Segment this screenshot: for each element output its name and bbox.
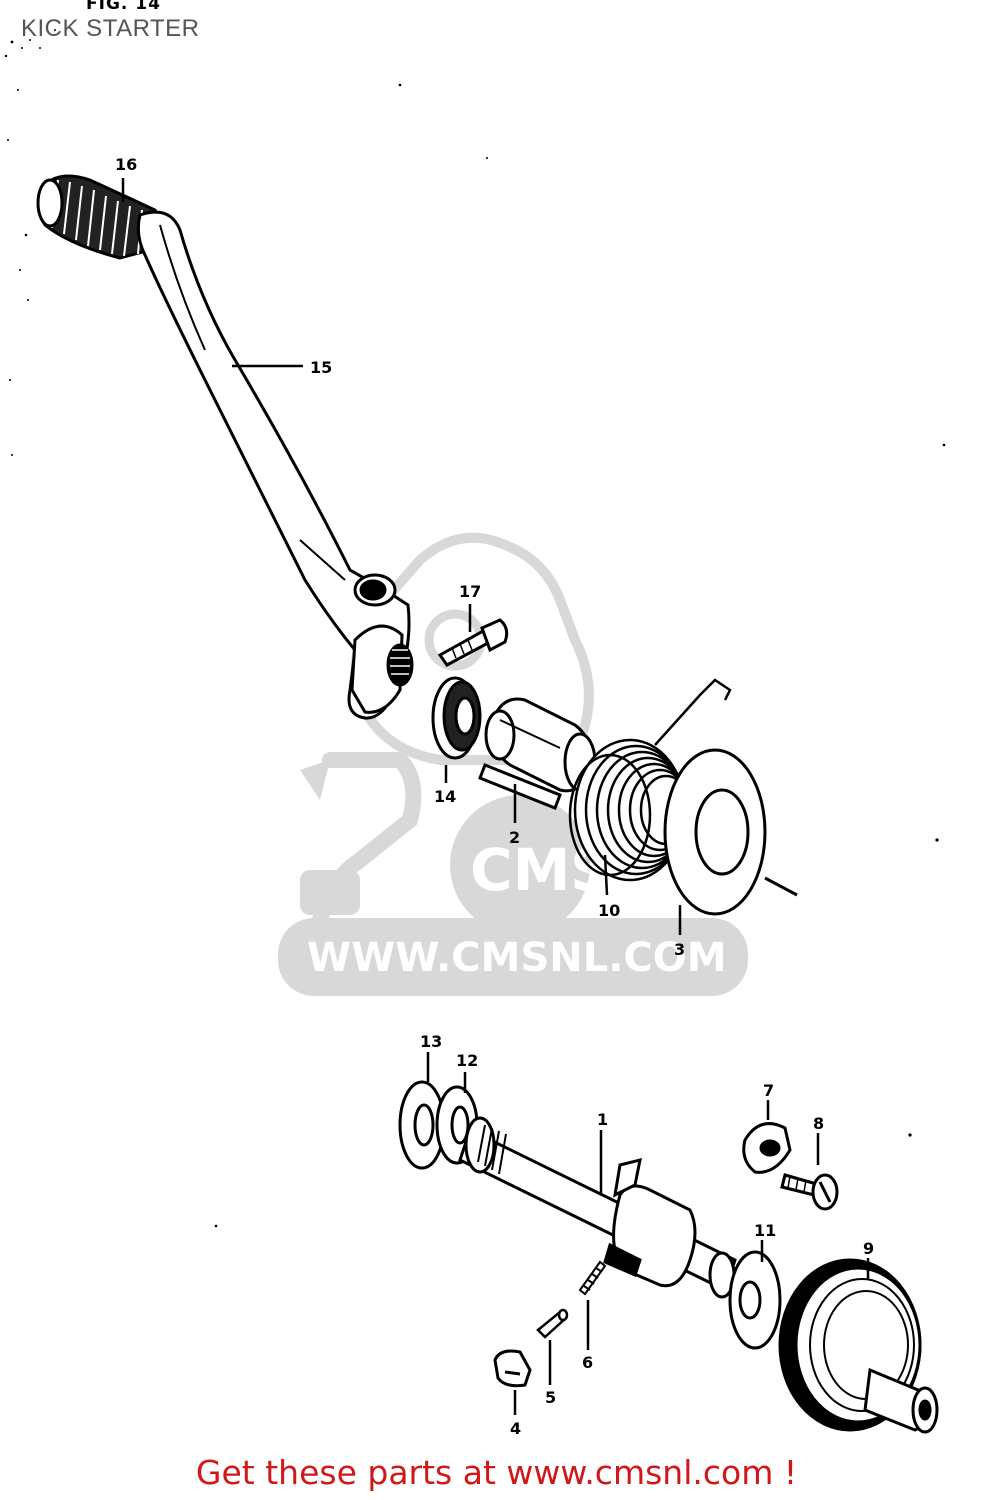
part-11-washer xyxy=(728,1250,782,1350)
diagram-title: KICK STARTER xyxy=(21,15,200,42)
callout-2: 2 xyxy=(509,828,520,847)
callout-14: 14 xyxy=(434,787,456,806)
part-16-kick-rubber xyxy=(36,174,161,260)
figure-label: FIG. 14 xyxy=(86,0,161,14)
parts-shop-link-text: Get these parts at www.cmsnl.com ! xyxy=(195,1453,798,1492)
callout-4: 4 xyxy=(510,1419,521,1438)
callout-10: 10 xyxy=(598,901,620,920)
part-6-spring xyxy=(578,1260,607,1296)
callout-1: 1 xyxy=(597,1110,608,1129)
part-8-screw xyxy=(780,1173,839,1211)
part-10-spring xyxy=(568,678,732,882)
callout-17: 17 xyxy=(459,582,481,601)
part-15-kick-lever xyxy=(136,210,414,720)
callout-15: 15 xyxy=(310,358,332,377)
scan-noise xyxy=(4,29,946,1228)
callout-11: 11 xyxy=(754,1221,776,1240)
part-4-pawl xyxy=(493,1349,532,1388)
callout-16: 16 xyxy=(115,155,137,174)
watermark-text: WWW.CMSNL.COM xyxy=(307,935,727,981)
callout-5: 5 xyxy=(545,1388,556,1407)
callout-13: 13 xyxy=(420,1032,442,1051)
part-14-oil-seal xyxy=(431,676,482,760)
leader-lines xyxy=(121,178,870,1415)
part-9-kick-gear xyxy=(778,1258,939,1434)
part-3-washer xyxy=(663,748,798,916)
part-13-washer xyxy=(398,1080,446,1170)
parts-shop-link[interactable]: Get these parts at www.cmsnl.com ! xyxy=(0,1453,993,1492)
callout-9: 9 xyxy=(863,1239,874,1258)
part-7-guide-plate xyxy=(742,1122,792,1174)
part-5-pin xyxy=(536,1308,569,1339)
part-1-shaft xyxy=(458,1116,737,1299)
callout-12: 12 xyxy=(456,1051,478,1070)
part-17-bolt xyxy=(437,618,509,667)
callout-3: 3 xyxy=(674,940,685,959)
callout-6: 6 xyxy=(582,1353,593,1372)
callout-8: 8 xyxy=(813,1114,824,1133)
callout-7: 7 xyxy=(763,1081,774,1100)
